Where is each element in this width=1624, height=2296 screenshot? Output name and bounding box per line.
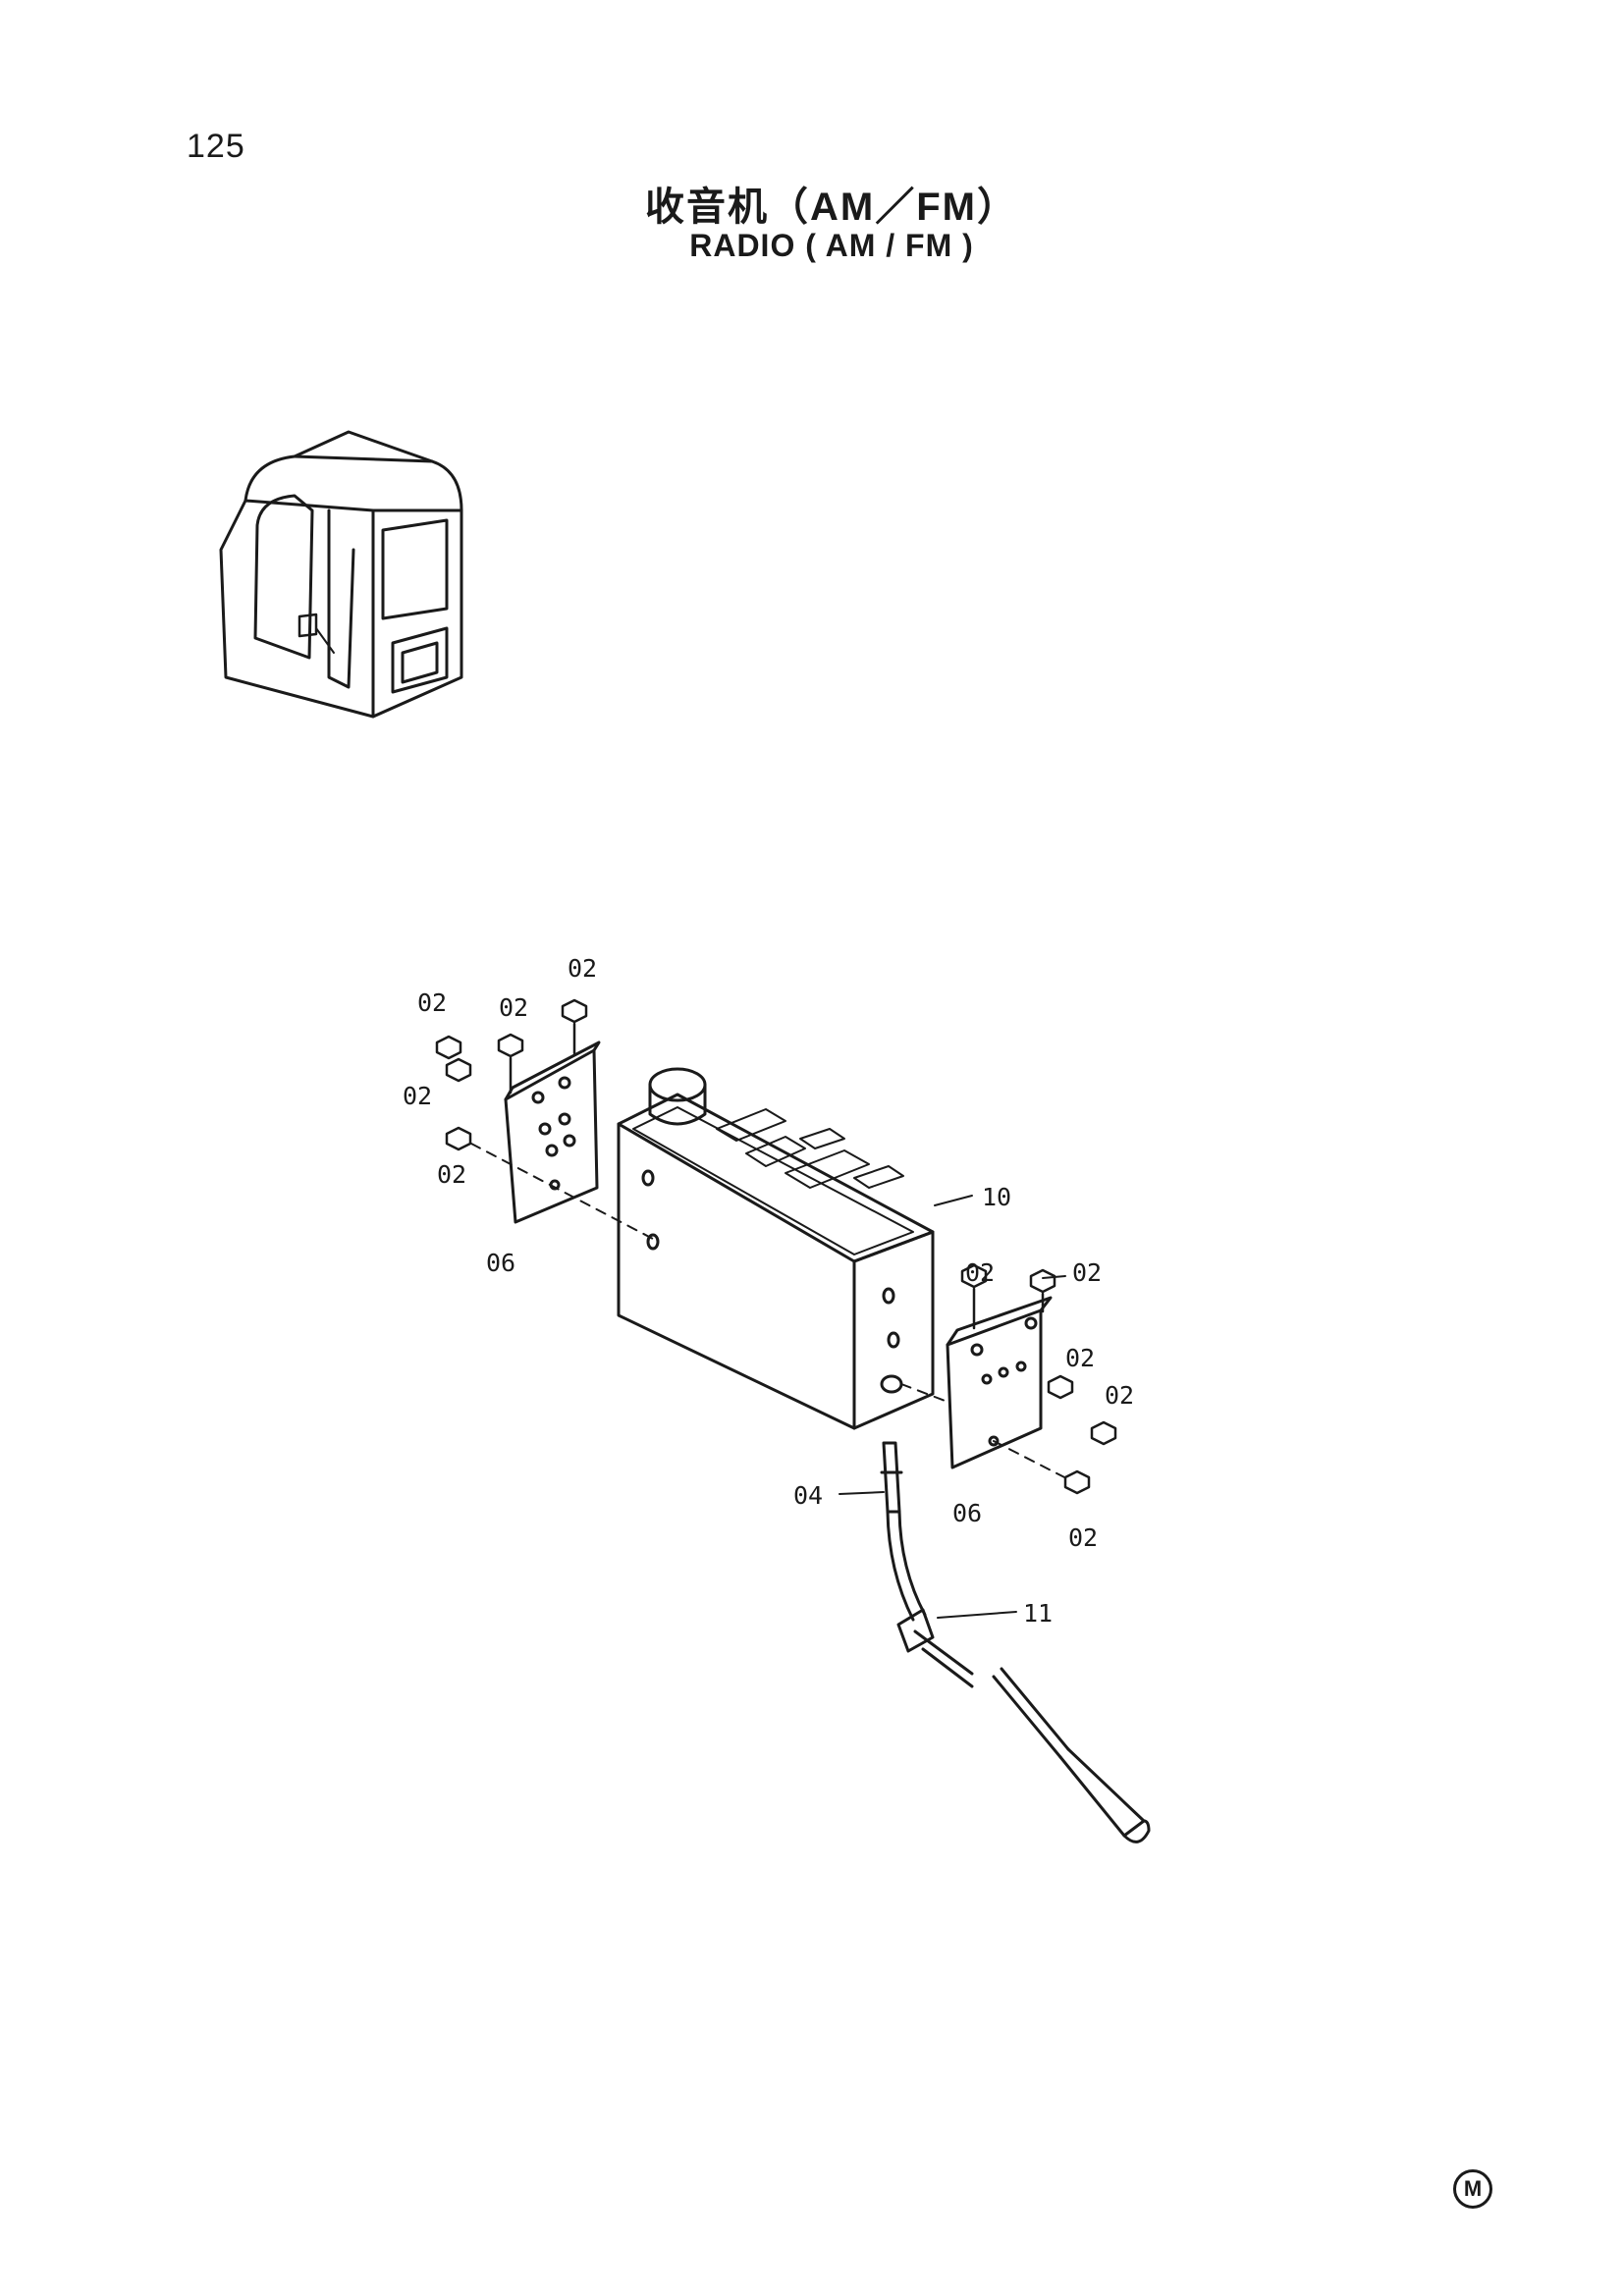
right-bracket — [946, 1296, 1053, 1469]
manufacturer-mark: M — [1453, 2169, 1492, 2209]
callout-02: 02 — [1065, 1344, 1095, 1372]
radio-unit — [617, 1067, 935, 1430]
callout-02: 02 — [1068, 1523, 1098, 1552]
page-number: 125 — [187, 128, 245, 165]
callout-02: 02 — [965, 1258, 995, 1287]
callout-06: 06 — [952, 1499, 982, 1527]
cab-locator-illustration — [219, 430, 463, 719]
callout-02: 02 — [417, 988, 447, 1017]
callout-labels: 02 02 02 02 02 06 10 02 02 02 02 02 06 0… — [403, 954, 1134, 1628]
callout-02: 02 — [1072, 1258, 1102, 1287]
callout-06: 06 — [486, 1249, 515, 1277]
callout-02: 02 — [437, 1160, 466, 1189]
callout-10: 10 — [982, 1183, 1011, 1211]
callout-02: 02 — [568, 954, 597, 983]
antenna-assembly — [880, 1441, 1151, 1843]
left-bracket — [504, 1041, 601, 1224]
leader-lines — [839, 1195, 1066, 1619]
page-title-chinese: 收音机（AM／FM） — [645, 186, 1018, 229]
callout-11: 11 — [1023, 1599, 1053, 1628]
callout-02: 02 — [403, 1082, 432, 1110]
page-title-english: RADIO ( AM / FM ) — [689, 228, 974, 263]
callout-02: 02 — [499, 993, 528, 1022]
callout-04: 04 — [793, 1481, 823, 1510]
screw-fasteners — [435, 998, 1117, 1495]
callout-02: 02 — [1105, 1381, 1134, 1410]
alignment-lines — [470, 1143, 1071, 1481]
